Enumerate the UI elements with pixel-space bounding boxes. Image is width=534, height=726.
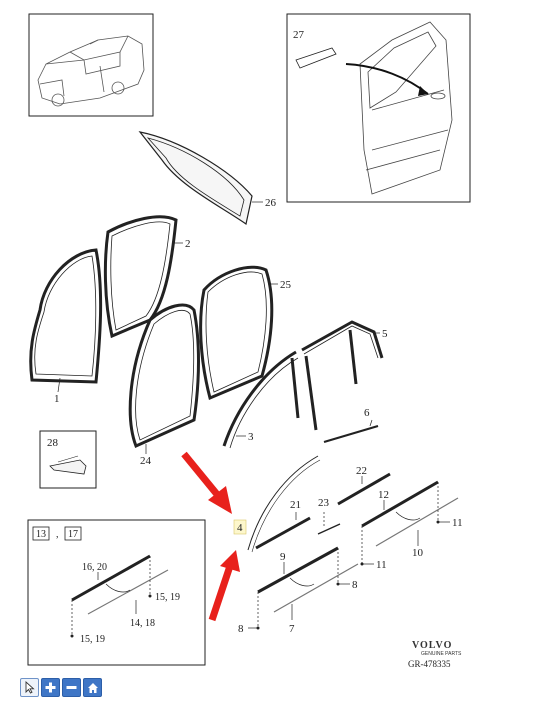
callout-3: 3 — [248, 431, 254, 443]
ref-13: 13 — [36, 529, 46, 540]
viewer-toolbar — [20, 678, 102, 697]
brand-name: VOLVO — [412, 640, 452, 651]
callout-10: 10 — [412, 547, 424, 559]
callout-11a: 11 — [452, 517, 463, 529]
label-14-18: 14, 18 — [130, 618, 155, 629]
callout-2: 2 — [185, 238, 191, 250]
detail-box: 13 , 17 16, 20 15, 19 14, 18 15, 19 — [27, 519, 206, 666]
callout-27: 27 — [293, 29, 305, 41]
callout-24: 24 — [140, 455, 152, 467]
callout-7: 7 — [289, 623, 295, 635]
home-icon — [87, 682, 98, 693]
label-15-19-bottom: 15, 19 — [80, 634, 105, 645]
callout-21: 21 — [290, 499, 301, 511]
zoom-out-button[interactable] — [62, 678, 81, 697]
part-3-channel: 3 — [222, 350, 318, 449]
pointer-icon — [25, 681, 35, 694]
callout-9: 9 — [280, 551, 286, 563]
part-28-box: 28 — [39, 430, 97, 489]
part-22-strip: 22 — [337, 465, 391, 506]
part-25-seal: 25 — [199, 265, 292, 401]
callout-1: 1 — [54, 393, 60, 405]
zoom-out-icon — [66, 686, 77, 689]
part-2-seal: 2 — [103, 215, 191, 339]
callout-5: 5 — [382, 328, 388, 340]
callout-6: 6 — [364, 407, 370, 419]
label-16-20: 16, 20 — [82, 562, 107, 573]
callout-8a: 8 — [238, 623, 244, 635]
zoom-in-button[interactable] — [41, 678, 60, 697]
home-button[interactable] — [83, 678, 102, 697]
callout-11b: 11 — [376, 559, 387, 571]
callout-8b: 8 — [352, 579, 358, 591]
vehicle-thumbnail — [28, 13, 154, 117]
brand-mark: VOLVO GENUINE PARTS GR-478335 — [408, 640, 462, 669]
callout-22: 22 — [356, 465, 367, 477]
part-12-molding: 12 10 11 11 — [360, 480, 463, 571]
callout-12: 12 — [378, 489, 389, 501]
label-15-19-right: 15, 19 — [155, 592, 180, 603]
part-5-channel: 5 — [301, 320, 388, 385]
callout-4: 4 — [237, 522, 243, 534]
callout-26: 26 — [265, 197, 277, 209]
callout-28: 28 — [47, 437, 59, 449]
part-4-molding: 4 — [233, 455, 321, 553]
part-6-strip: 6 — [323, 407, 379, 444]
part-1-seal: 1 — [29, 248, 103, 405]
zoom-in-icon — [45, 682, 56, 693]
ref-separator: , — [56, 529, 59, 540]
part-26-seal: 26 — [138, 131, 277, 226]
part-23-piece: 23 — [317, 497, 341, 535]
brand-tagline: GENUINE PARTS — [421, 651, 462, 657]
highlight-arrows — [181, 451, 240, 622]
part-24-seal: 24 — [128, 303, 200, 467]
diagram-code: GR-478335 — [408, 659, 451, 669]
part-9-molding: 9 7 8 8 — [238, 546, 359, 635]
door-inset: 27 — [286, 13, 471, 203]
part-21-molding: 21 — [255, 499, 311, 550]
callout-25: 25 — [280, 279, 292, 291]
pointer-button[interactable] — [20, 678, 39, 697]
ref-17: 17 — [68, 529, 78, 540]
callout-23: 23 — [318, 497, 330, 509]
